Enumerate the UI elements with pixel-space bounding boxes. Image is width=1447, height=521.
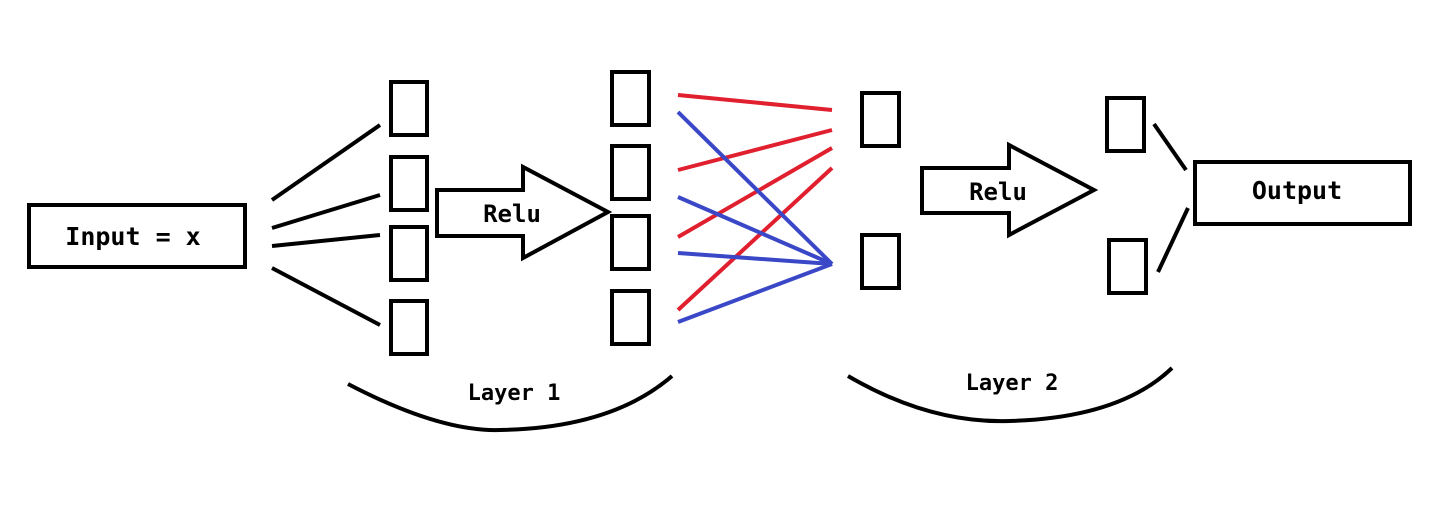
red-edge bbox=[676, 146, 834, 239]
input-edge bbox=[271, 233, 381, 248]
node bbox=[860, 91, 901, 148]
relu-label-1: Relu bbox=[483, 200, 541, 228]
output-edge bbox=[1152, 122, 1188, 172]
node bbox=[389, 299, 429, 356]
input-edge bbox=[271, 266, 381, 327]
input-edge bbox=[270, 123, 382, 202]
layer-1-label: Layer 1 bbox=[468, 381, 561, 406]
red-connections bbox=[676, 93, 834, 312]
input-label: Input = x bbox=[65, 222, 200, 251]
relu-arrow-2: Relu bbox=[920, 141, 1099, 239]
node bbox=[1107, 238, 1148, 295]
node bbox=[389, 80, 429, 137]
output-connections bbox=[1152, 122, 1190, 273]
red-edge bbox=[677, 93, 833, 112]
output-box: Output bbox=[1193, 160, 1412, 226]
blue-connections bbox=[676, 110, 834, 324]
layer-1-input-nodes bbox=[389, 80, 429, 356]
node bbox=[1105, 96, 1146, 153]
blue-edge bbox=[677, 251, 833, 266]
relu-label-2: Relu bbox=[969, 178, 1027, 206]
input-box: Input = x bbox=[27, 203, 247, 269]
red-edge bbox=[676, 166, 834, 312]
node bbox=[610, 214, 651, 271]
layer-2-input-nodes bbox=[860, 91, 901, 290]
red-edge bbox=[677, 128, 833, 172]
node bbox=[610, 70, 651, 127]
node bbox=[610, 289, 651, 346]
layer-2-output-nodes bbox=[1105, 96, 1148, 295]
layer-2-label: Layer 2 bbox=[966, 371, 1059, 396]
output-label: Output bbox=[1252, 176, 1342, 205]
node bbox=[389, 155, 429, 212]
layer-1-brace: Layer 1 bbox=[347, 374, 674, 433]
input-edge bbox=[271, 193, 381, 230]
node bbox=[389, 225, 429, 282]
layer-1-output-nodes bbox=[610, 70, 651, 346]
blue-edge bbox=[677, 262, 833, 324]
input-connections bbox=[270, 123, 382, 327]
relu-arrow-1: Relu bbox=[435, 163, 613, 262]
blue-edge bbox=[676, 110, 834, 266]
output-edge bbox=[1156, 207, 1190, 273]
node bbox=[860, 233, 901, 290]
blue-edge bbox=[677, 195, 833, 266]
node bbox=[610, 144, 651, 201]
layer-2-brace: Layer 2 bbox=[846, 366, 1174, 424]
